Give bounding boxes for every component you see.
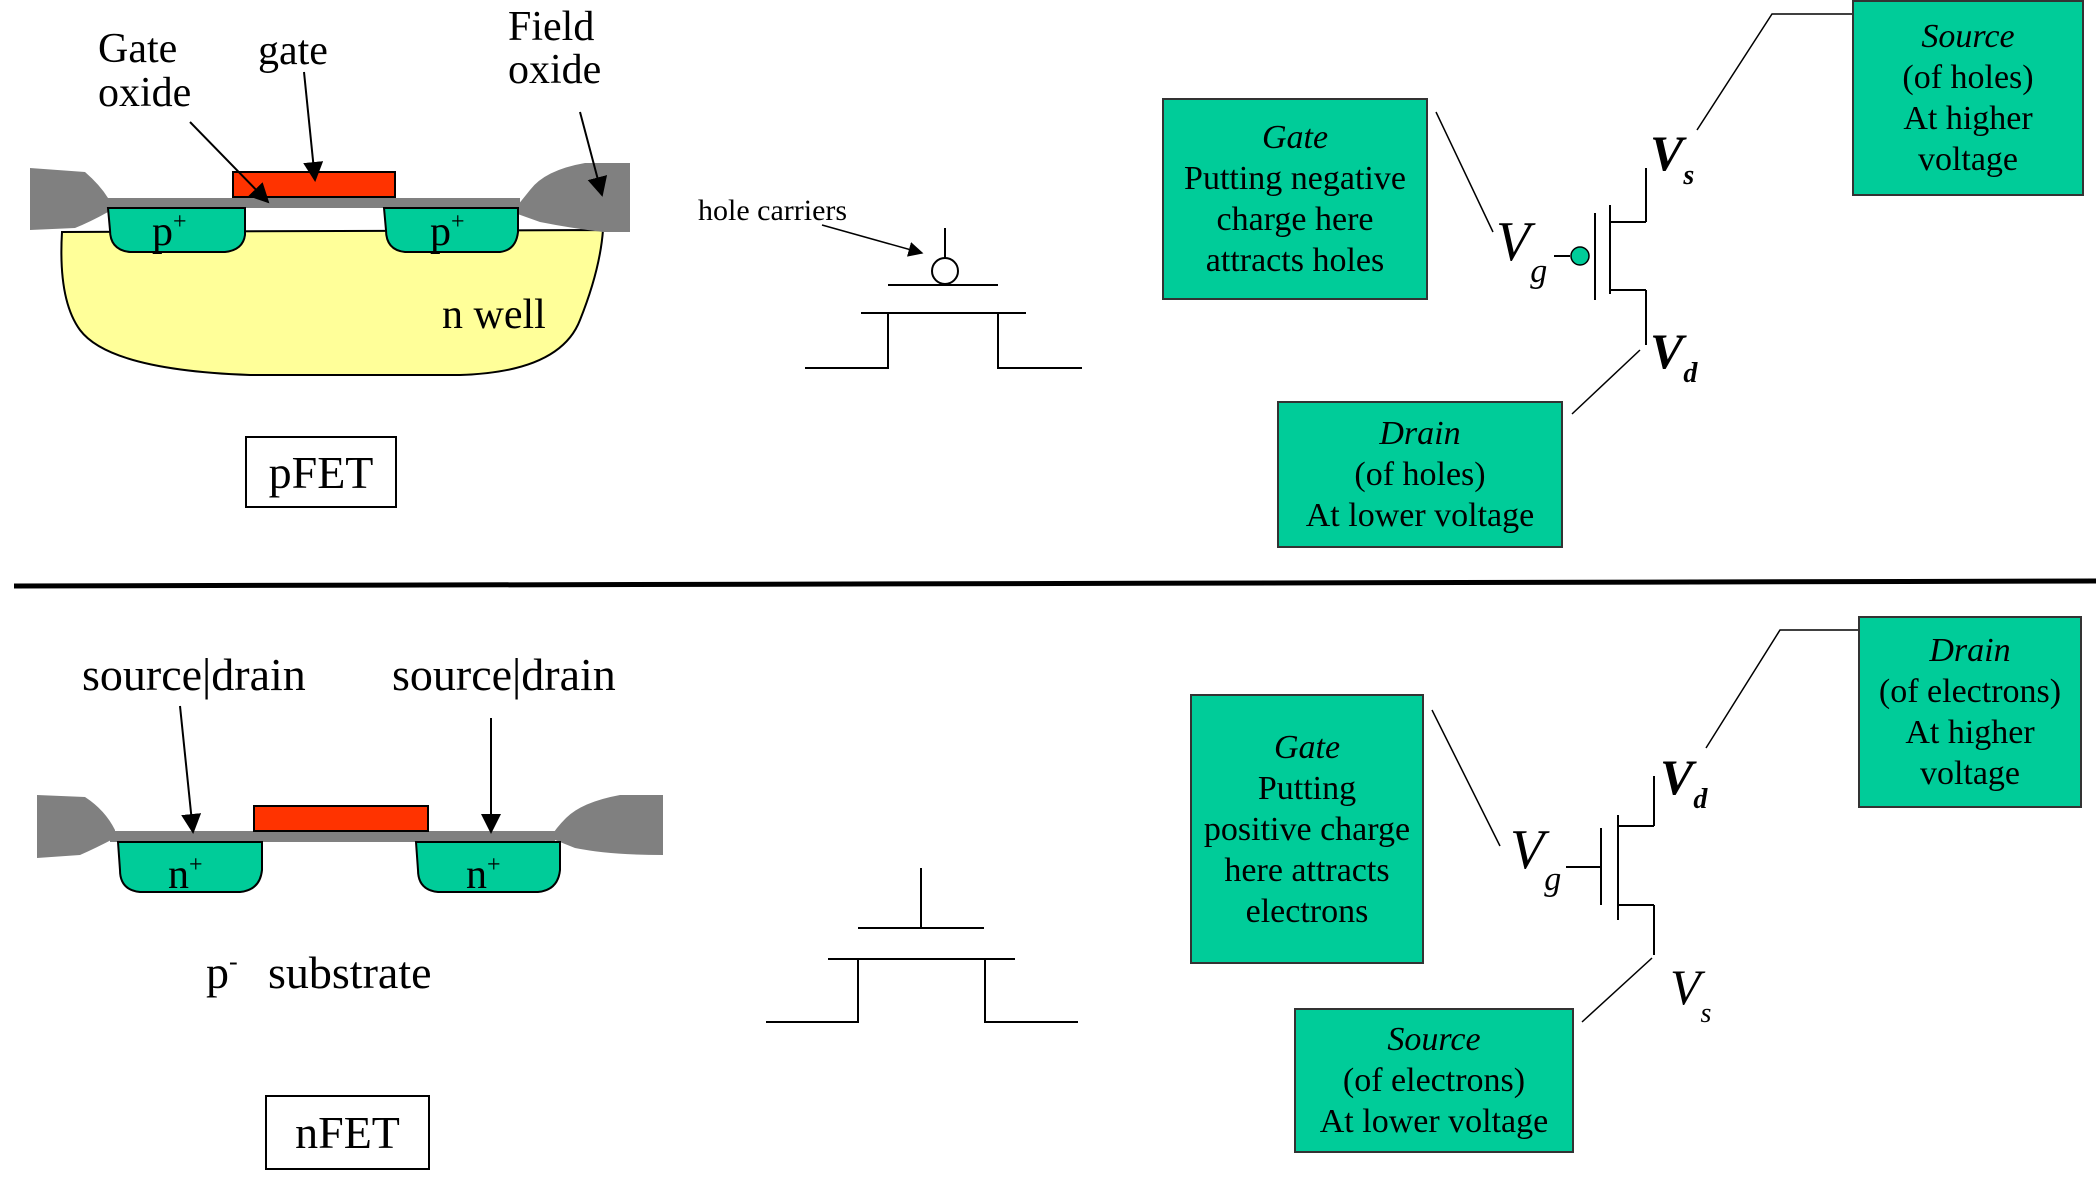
pfet-vg-label: Vg: [1496, 211, 1547, 290]
p-right-label: p+: [430, 209, 465, 255]
nfet-source-leader: [1581, 957, 1653, 1023]
pfet-source-callout-line: voltage: [1917, 141, 2019, 178]
source-drain-label-left: source|drain: [82, 649, 306, 700]
source-drain-arrow-left: [179, 705, 202, 834]
n-left-label: n+: [168, 852, 203, 898]
pfet-vd-label: Vd: [1650, 323, 1698, 389]
pfet-drain-callout-title: Drain: [1379, 415, 1461, 452]
pfet-drain-callout-line: (of holes): [1354, 456, 1486, 493]
pfet-source-callout-title: Source: [1921, 18, 2015, 55]
pfet-source-callout-line: (of holes): [1902, 59, 2034, 96]
field-oxide-label-line2: oxide: [508, 47, 601, 93]
nfet-vd-label: Vd: [1660, 749, 1708, 815]
pfet-source-callout-line: At higher: [1903, 100, 2033, 137]
nfet-circuit-symbol: Vd Vs Vg: [1431, 629, 1858, 1029]
pfet-gate-callout-line: charge here: [1216, 201, 1374, 238]
pfet-drain-leader: [1571, 349, 1641, 415]
n-right-label: n+: [466, 852, 501, 898]
field-oxide-right: [512, 163, 630, 232]
gate-oxide-arrow: [189, 121, 270, 204]
nfet-gate-callout-line: Putting: [1257, 769, 1357, 807]
nfet-title-box: nFET: [265, 1095, 430, 1170]
gate-oxide-layer: [100, 198, 520, 208]
nfet-drain-callout-title: Drain: [1929, 632, 2011, 669]
nfet-vs-label: Vs: [1670, 959, 1712, 1029]
pfet-drain-callout: Drain (of holes) At lower voltage: [1277, 401, 1563, 548]
pfet-source-callout: Source (of holes) At higher voltage: [1852, 0, 2084, 196]
pfet-title: pFET: [268, 446, 374, 498]
nfet-source-callout: Source (of electrons) At lower voltage: [1294, 1008, 1574, 1153]
substrate-label: substrate: [268, 947, 432, 998]
nfet-drain-callout-line: At higher: [1905, 714, 2035, 751]
pfet-circuit-symbol: Vs Vd Vg: [1435, 13, 1852, 415]
nfet-gate-callout-title: Gate: [1273, 728, 1341, 766]
field-oxide-arrow: [579, 111, 608, 197]
nfet-gate-symbol: [766, 868, 1078, 1023]
pfet-gate-callout-title: Gate: [1261, 119, 1329, 156]
hole-carrier-circle: [931, 257, 959, 285]
section-divider: [13, 578, 2096, 589]
nfet-gate-oxide-layer: [110, 831, 555, 842]
nfet-field-oxide-left: [37, 795, 115, 858]
nfet-gate-callout-line: electrons: [1245, 892, 1369, 930]
nfet-title: nFET: [295, 1107, 400, 1158]
pfet-drain-callout-line: At lower voltage: [1305, 497, 1535, 534]
p-plus-diffusion-right: [382, 207, 519, 253]
pfet-gate-callout-line: Putting negative: [1184, 160, 1406, 197]
pfet-gate-leader: [1435, 111, 1494, 233]
nfet-gate-callout: Gate Putting positive charge here attrac…: [1190, 694, 1424, 964]
pfet-gate-symbol: hole carriers: [698, 194, 1082, 369]
pfet-channel-line: [805, 312, 1082, 369]
n-plus-diffusion-left: [116, 841, 263, 893]
field-oxide-label-line1: Field: [508, 4, 594, 50]
pfet-vs-label: Vs: [1650, 125, 1694, 191]
nfet-drain-leader: [1705, 629, 1858, 749]
nfet-gate-leader: [1431, 709, 1501, 847]
nfet-source-callout-line: (of electrons): [1342, 1062, 1526, 1099]
hole-carriers-arrow: [821, 224, 924, 257]
pfet-title-box: pFET: [245, 436, 397, 508]
nfet-channel-line: [766, 958, 1078, 1023]
hole-carriers-label: hole carriers: [698, 194, 847, 227]
pfet-gate-bubble: [1570, 246, 1590, 266]
pfet-source-leader: [1696, 13, 1852, 131]
source-drain-label-right: source|drain: [392, 649, 616, 700]
p-left-label: p+: [152, 209, 187, 255]
gate-oxide-label-line1: Gate: [98, 26, 177, 72]
nfet-drain-callout-line: voltage: [1919, 755, 2021, 792]
field-oxide-left: [30, 168, 108, 230]
nfet-source-callout-title: Source: [1387, 1021, 1481, 1058]
nfet-gate-callout-line: positive charge: [1203, 810, 1411, 848]
gate-label: gate: [258, 28, 328, 74]
n-well-region: [60, 228, 605, 376]
p-plus-diffusion-left: [106, 207, 246, 253]
n-plus-diffusion-right: [414, 841, 561, 893]
nfet-field-oxide-right: [550, 795, 663, 855]
pfet-gate-callout: Gate Putting negative charge here attrac…: [1162, 98, 1428, 300]
gate-arrow: [303, 71, 324, 182]
nfet-gate-callout-line: here attracts: [1224, 851, 1390, 889]
nfet-drain-callout: Drain (of electrons) At higher voltage: [1858, 616, 2082, 808]
nfet-source-callout-line: At lower voltage: [1319, 1103, 1549, 1140]
nfet-cross-section: n+ n+ p- substrate source|drain source|d…: [37, 649, 663, 998]
p-minus-label: p-: [206, 947, 238, 998]
nfet-vg-label: Vg: [1510, 819, 1561, 898]
gate-oxide-label-line2: oxide: [98, 70, 191, 116]
nfet-gate-poly: [253, 805, 429, 832]
n-well-label: n well: [442, 292, 546, 338]
pfet-cross-section: p+ p+ n well Gate oxide gate Field oxide: [30, 4, 630, 376]
nfet-drain-callout-line: (of electrons): [1878, 673, 2062, 710]
pfet-gate-callout-line: attracts holes: [1205, 242, 1385, 279]
